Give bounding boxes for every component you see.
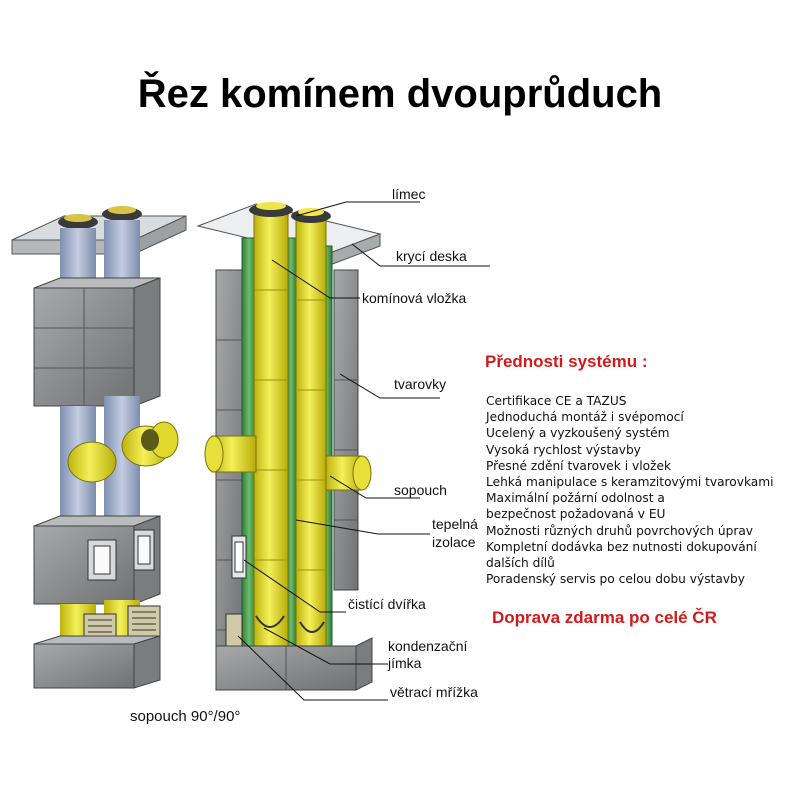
advantage-item: Certifikace CE a TAZUS [486, 394, 627, 408]
label-vetraci-mrizka: větrací mřížka [390, 684, 478, 700]
advantage-item: dalších dílů [486, 556, 555, 571]
label-jimka: jímka [388, 655, 422, 671]
label-limec: límec [392, 186, 426, 202]
advantage-item: Vysoká rychlost výstavby [486, 442, 641, 457]
advantage-item: Možnosti různých druhů povrchových úprav [486, 523, 754, 538]
advantage-item: Ucelený a vyzkoušený systém [486, 426, 670, 441]
label-kondenzacni: kondenzační [388, 638, 468, 654]
advantage-item: Jednoduchá montáž i svépomocí [486, 410, 684, 425]
advantage-item: bezpečnost požadovaná v EU [486, 507, 666, 522]
label-tepelna: tepelná [432, 516, 478, 532]
page-title: Řez komínem dvouprůduch [137, 72, 663, 116]
advantage-item: Přesné zdění tvarovek i vložek [486, 458, 672, 473]
advantage-item: Maximální požární odolnost a [486, 491, 665, 506]
label-kryci-deska: krycí deska [396, 248, 467, 264]
leader-lines [237, 201, 490, 701]
free-shipping-banner: Doprava zdarma po celé ČR [492, 608, 717, 627]
right-chimney-section [196, 202, 382, 691]
label-tvarovky: tvarovky [394, 376, 447, 392]
label-cistici-dvirka: čistící dvířka [348, 596, 426, 612]
advantage-item: Kompletní dodávka bez nutnosti dokupován… [486, 539, 757, 554]
advantages-list: Certifikace CE a TAZUS Jednoduchá montáž… [486, 393, 796, 587]
advantage-item: Poradenský servis po celou dobu výstavby [486, 572, 745, 587]
left-chimney [11, 206, 187, 689]
label-kominova-vlozka: komínová vložka [362, 290, 467, 306]
caption-sopouch: sopouch 90°/90° [130, 708, 241, 725]
label-izolace: izolace [432, 534, 476, 550]
label-sopouch: sopouch [394, 482, 447, 498]
advantages-title: Přednosti systému : [485, 352, 648, 371]
advantage-item: Lehká manipulace s keramzitovými tvarovk… [486, 475, 774, 490]
